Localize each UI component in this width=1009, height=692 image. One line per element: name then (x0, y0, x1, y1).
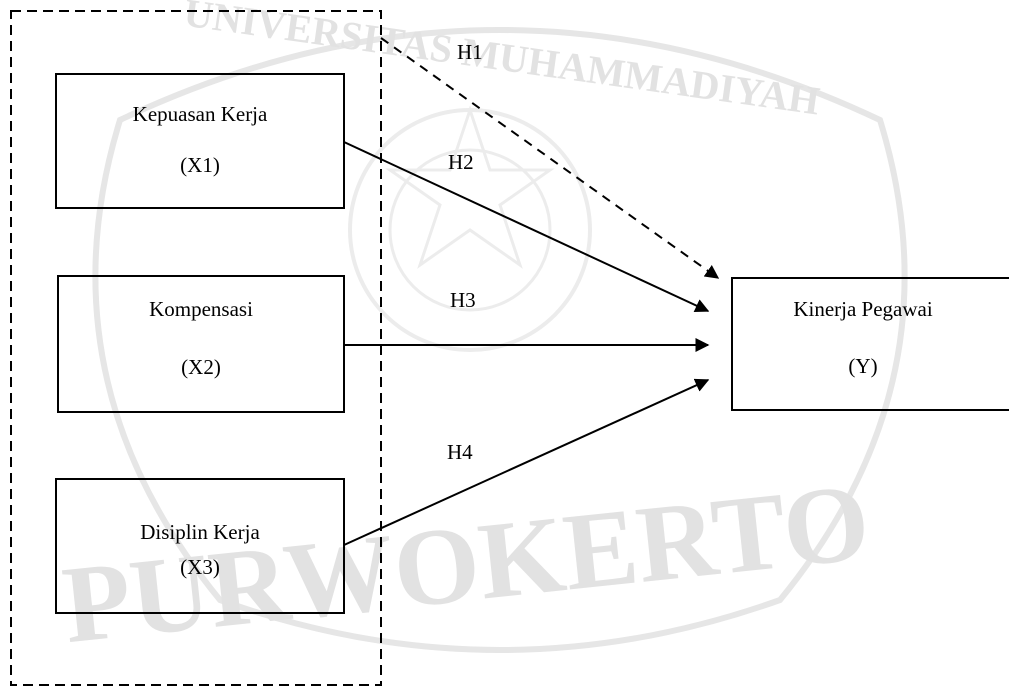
variable-code: (X2) (181, 355, 221, 379)
variable-code: (X3) (180, 555, 220, 579)
variable-code: (Y) (848, 354, 878, 378)
variable-box-x1: Kepuasan Kerja (X1) (55, 73, 345, 209)
independent-variables-group-border (10, 10, 382, 686)
variable-name: Disiplin Kerja (140, 520, 260, 544)
arrow-h1 (380, 37, 720, 279)
arrow-h2 (343, 141, 710, 313)
hypothesis-label-h2: H2 (448, 150, 474, 174)
arrow-h4 (343, 378, 710, 546)
hypothesis-label-h1: H1 (457, 40, 483, 64)
hypothesis-label-h4: H4 (447, 440, 473, 464)
variable-name: Kepuasan Kerja (132, 102, 268, 126)
variable-code: (X1) (180, 153, 220, 177)
variable-box-x2: Kompensasi (X2) (57, 275, 345, 413)
hypothesis-label-h3: H3 (450, 288, 476, 312)
variable-box-y: Kinerja Pegawai (Y) (731, 277, 1009, 411)
variable-name: Kompensasi (149, 297, 253, 321)
variable-name: Kinerja Pegawai (793, 297, 933, 321)
variable-box-x3: Disiplin Kerja (X3) (55, 478, 345, 614)
